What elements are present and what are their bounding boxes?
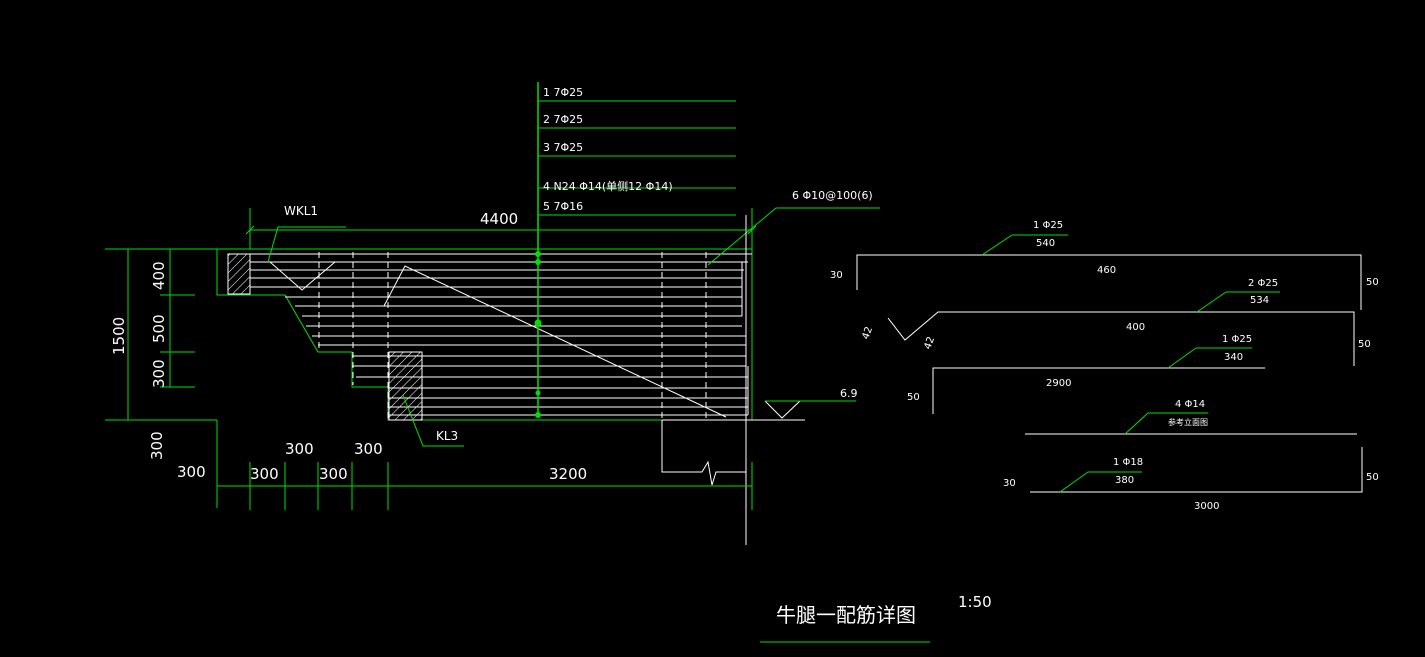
dim-left-400: 400 [150, 261, 168, 290]
dim-left-500: 500 [150, 314, 168, 343]
svg-text:3000: 3000 [1194, 501, 1219, 512]
svg-text:1 Φ25: 1 Φ25 [1222, 334, 1252, 345]
longitudinal-rebars [250, 253, 752, 416]
stirrup-dashes [318, 252, 707, 418]
drawing-title: 牛腿一配筋详图 [776, 603, 916, 627]
dim-bottom-3: 300 [319, 465, 348, 483]
kl3-section [388, 351, 423, 421]
dim-upper-2: 300 [354, 440, 383, 458]
bar-shapes [856, 234, 1363, 493]
dim-bottom-left: 300 [177, 463, 206, 481]
svg-text:540: 540 [1036, 238, 1055, 249]
bent-bar-2 [383, 265, 727, 418]
dim-left-total: 1500 [110, 317, 128, 355]
level-label: 6.9 [840, 387, 858, 400]
svg-text:380: 380 [1115, 475, 1134, 486]
callout-1: 1 7Φ25 [543, 86, 583, 99]
callout-5: 5 7Φ16 [543, 200, 583, 213]
svg-text:1 Φ25: 1 Φ25 [1033, 220, 1063, 231]
dim-left-300: 300 [150, 359, 168, 388]
callout-3: 3 7Φ25 [543, 141, 583, 154]
svg-text:2900: 2900 [1046, 378, 1071, 389]
callout-4: 4 N24 Φ14(单侧12 Φ14) [543, 180, 673, 193]
wkl1-label: WKL1 [284, 204, 318, 218]
dim-bottom-3200: 3200 [549, 465, 587, 483]
svg-text:2 Φ25: 2 Φ25 [1248, 278, 1278, 289]
svg-text:30: 30 [830, 270, 843, 281]
dim-bottom-1: 300 [250, 465, 279, 483]
svg-text:参考立面图: 参考立面图 [1168, 417, 1208, 427]
drawing-scale: 1:50 [958, 593, 992, 611]
corbel-elevation [216, 82, 880, 545]
svg-text:50: 50 [1358, 339, 1371, 350]
svg-text:340: 340 [1224, 352, 1243, 363]
svg-text:30: 30 [1003, 478, 1016, 489]
wkl1-section [227, 253, 251, 295]
callout-2: 2 7Φ25 [543, 113, 583, 126]
dimension-texts: 4400 1500 400 500 300 300 300 300 300 30… [110, 210, 587, 483]
kl3-label: KL3 [436, 429, 458, 443]
svg-text:42: 42 [922, 335, 937, 351]
schedule-texts: 1 Φ25 540 30 460 50 2 Φ25 534 400 50 42 … [830, 220, 1379, 512]
dimension-lines [105, 208, 757, 510]
bent-bar-1 [269, 261, 740, 291]
svg-text:50: 50 [907, 392, 920, 403]
callout-texts: 1 7Φ25 2 7Φ25 3 7Φ25 4 N24 Φ14(单侧12 Φ14)… [543, 86, 873, 213]
dim-left-bottom: 300 [148, 431, 166, 460]
svg-text:42: 42 [860, 325, 875, 341]
corbel-outline [216, 248, 753, 421]
svg-text:1 Φ18: 1 Φ18 [1113, 457, 1143, 468]
svg-text:50: 50 [1366, 277, 1379, 288]
svg-text:400: 400 [1126, 322, 1145, 333]
svg-text:50: 50 [1366, 472, 1379, 483]
dim-upper-1: 300 [285, 440, 314, 458]
svg-text:460: 460 [1097, 265, 1116, 276]
dim-top-total: 4400 [480, 210, 518, 228]
svg-text:4 Φ14: 4 Φ14 [1175, 399, 1205, 410]
callout-6: 6 Φ10@100(6) [792, 189, 873, 202]
svg-text:534: 534 [1250, 295, 1269, 306]
